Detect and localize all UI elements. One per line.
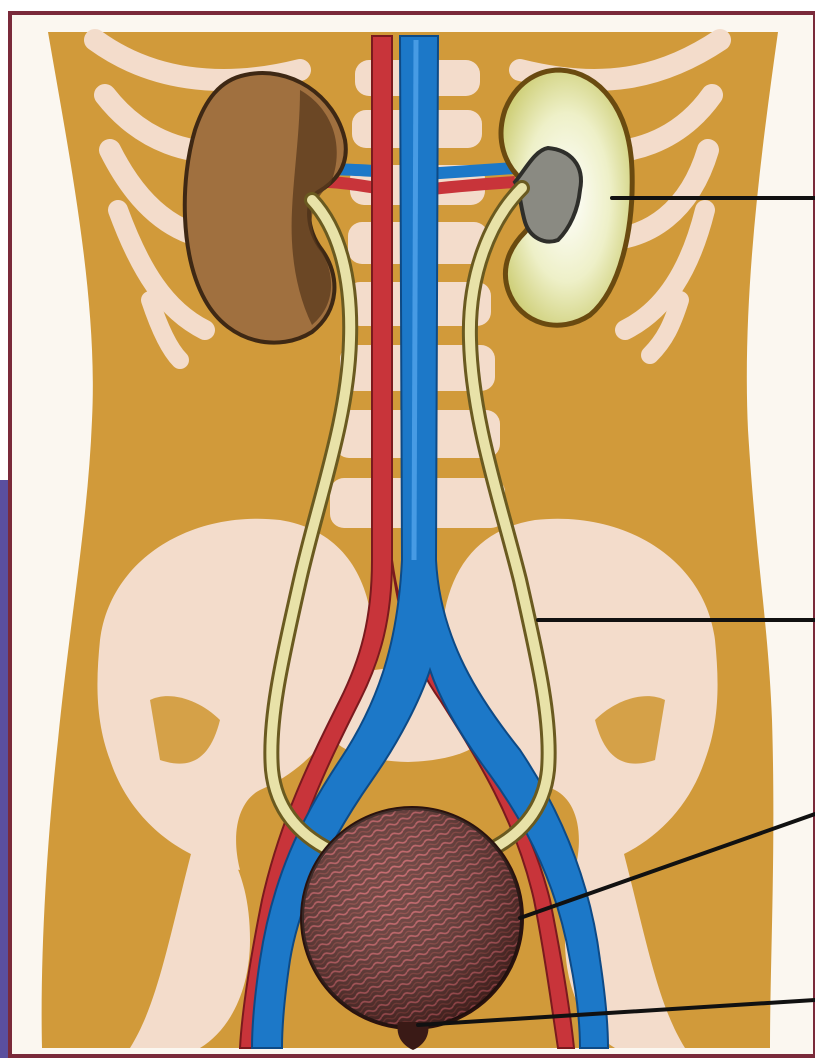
left-edge-strip [0,480,8,1058]
urinary-bladder [302,808,522,1028]
vena-cava-highlight [414,40,416,560]
